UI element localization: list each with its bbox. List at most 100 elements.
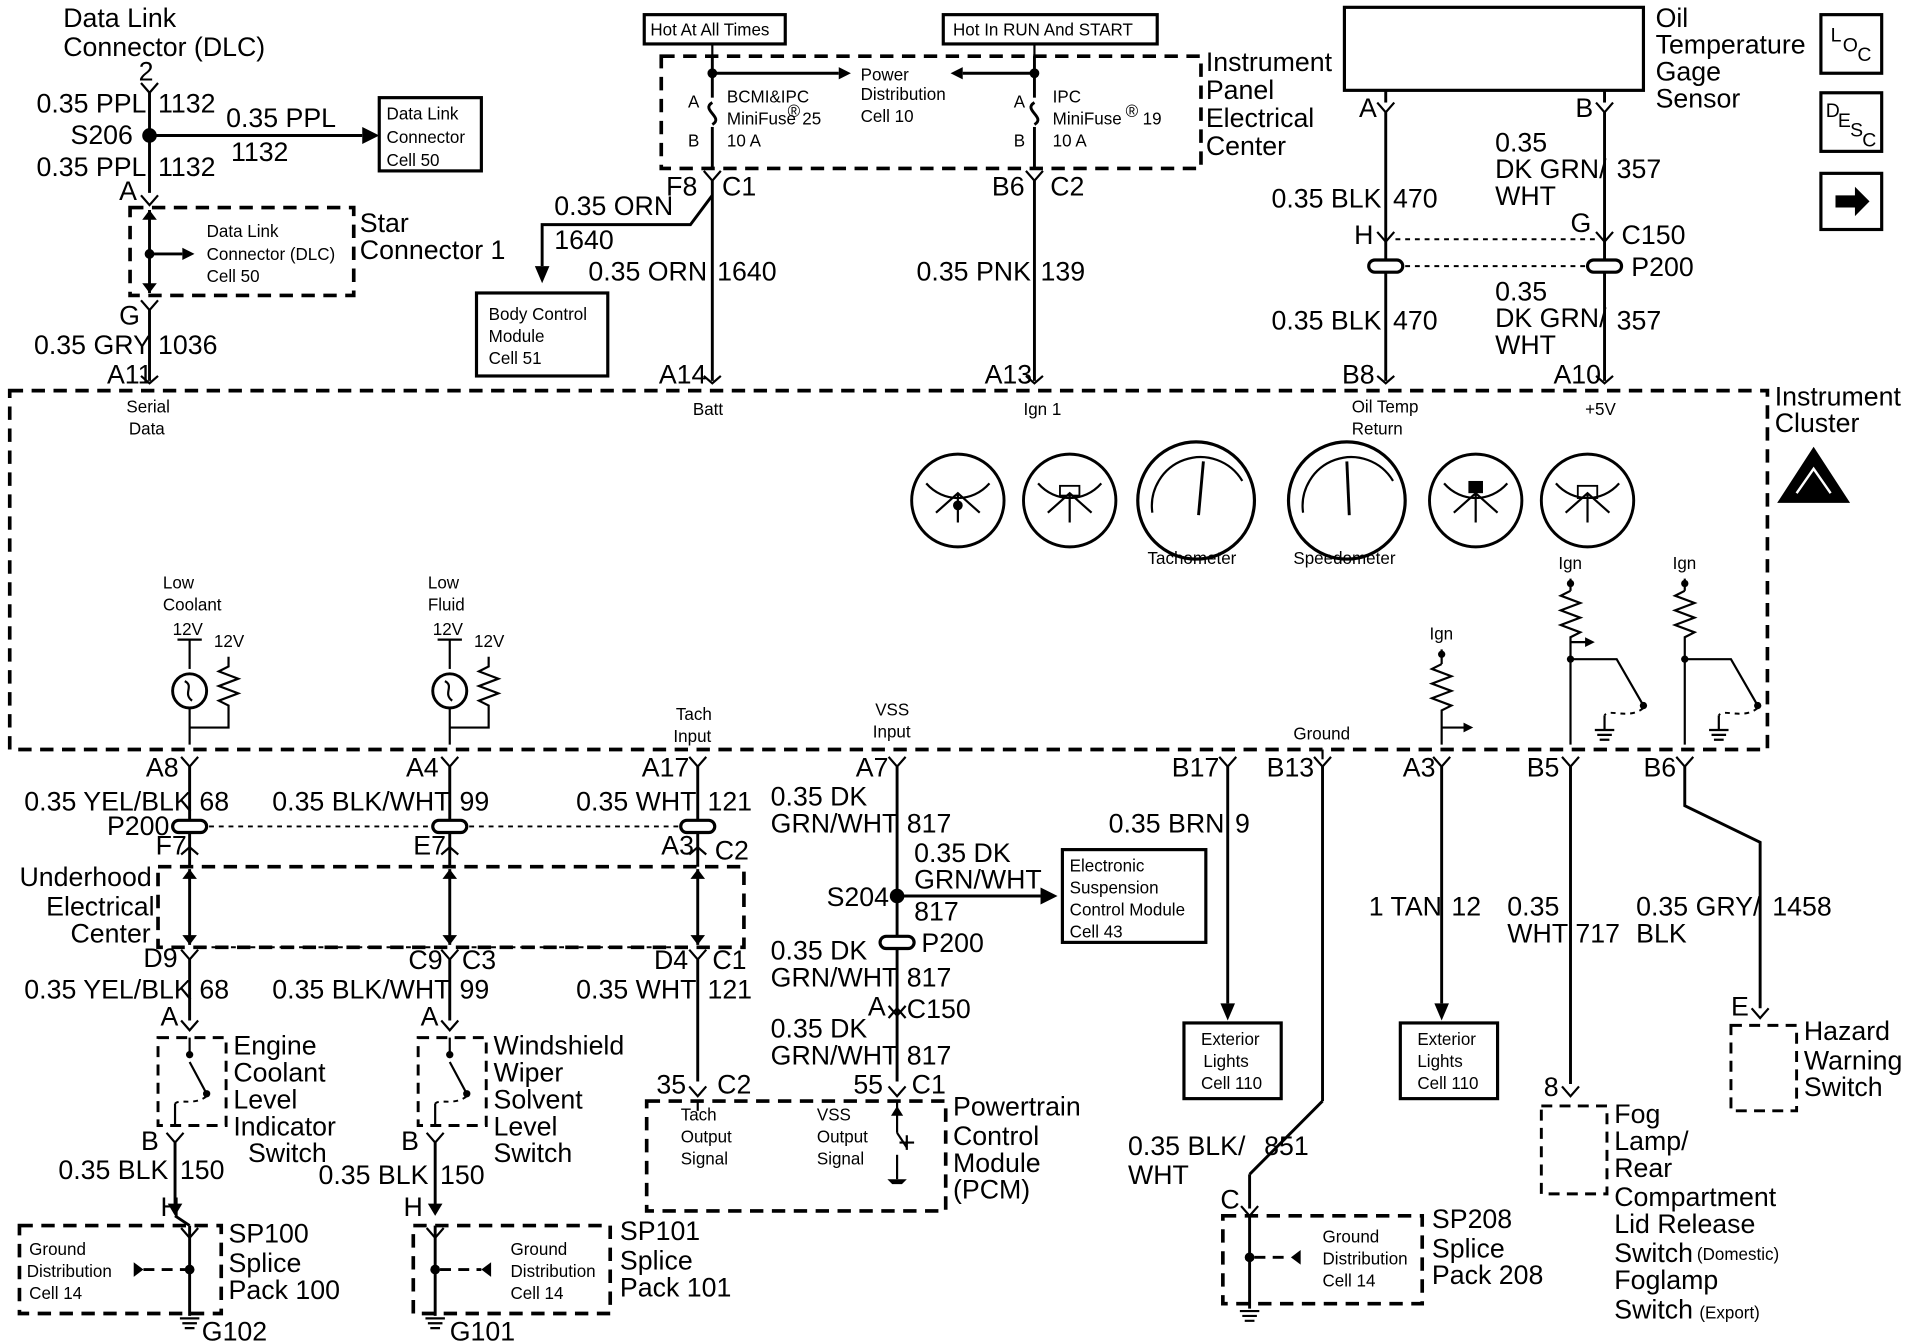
ign1-label: Ign 1: [1024, 400, 1062, 419]
pcm-c2: C2: [717, 1070, 751, 1100]
w121-label: 0.35 WHT: [576, 786, 696, 816]
ext-lights-right-box: [1398, 1021, 1500, 1101]
nav-icons: L O C D E S C: [1819, 13, 1884, 232]
bottom-left-circuits: A8 A4 A17 0.35 YEL/BLK 68 0.35 BLK/WHT 9…: [17, 752, 752, 1344]
svg-text:L: L: [1831, 24, 1842, 46]
oil-sensor-label-2: Temperature: [1656, 30, 1806, 60]
conn-f8: F8: [666, 171, 697, 201]
gauge-2: [1022, 452, 1118, 549]
vss-p200: P200: [921, 928, 983, 958]
pcm-vss-3: Signal: [817, 1150, 864, 1169]
fuse1-line3: 25: [802, 109, 821, 128]
oil-wire-b-3: WHT: [1495, 181, 1556, 211]
dlc-branch-wire: 0.35 PPL: [226, 103, 336, 133]
arrow-down-icon: [1220, 1003, 1236, 1021]
c68-label: 68: [199, 786, 229, 816]
fog-switch-4: Compartment: [1614, 1182, 1776, 1212]
svg-text:A: A: [160, 1001, 178, 1031]
oil-pin-a10: A10: [1553, 359, 1601, 389]
gnd-box-left-3: Cell 14: [29, 1284, 82, 1303]
lamp-icon: [171, 672, 209, 710]
resistor-icon: [1557, 589, 1584, 745]
fuse1-line4: 10 A: [727, 131, 762, 150]
wws-switch-3: Solvent: [494, 1084, 584, 1114]
fuse1-line1: BCMI&IPC: [727, 88, 809, 107]
svg-text:®: ®: [1126, 102, 1139, 121]
desc-icon[interactable]: [1819, 91, 1884, 153]
uec-label-2: Electrical: [46, 891, 154, 921]
sp100-1: SP100: [229, 1219, 309, 1249]
ground-icon: [1239, 1309, 1260, 1322]
oil-conn-g: G: [1571, 208, 1592, 238]
pin-d4: D4: [654, 945, 688, 975]
instrument-cluster: Instrument Cluster Tachometer Speedomete…: [7, 381, 1902, 760]
w1458-2: BLK: [1636, 918, 1687, 948]
c12-label: 12: [1451, 891, 1481, 921]
pin-8: 8: [1544, 1072, 1559, 1102]
pin-a8: A8: [146, 752, 179, 782]
uec-label-3: Center: [71, 918, 151, 948]
dlc-pin: 2: [139, 57, 154, 87]
pin-c: C: [1220, 1184, 1239, 1214]
escm-box: [1060, 848, 1208, 944]
power-dist-line2: Distribution: [861, 85, 946, 104]
svg-text:Ign: Ign: [1558, 554, 1582, 573]
pin-e: E: [1731, 992, 1749, 1022]
cluster-label-1: Instrument: [1775, 381, 1902, 411]
svg-text:B: B: [141, 1126, 159, 1156]
bcm-box-line2: Module: [489, 327, 545, 346]
instrument-cluster-box: [7, 388, 1770, 752]
sp101-1: SP101: [620, 1216, 700, 1246]
c9-label: 9: [1235, 808, 1250, 838]
star-label-line2: Connector 1: [360, 235, 506, 265]
c121b-label: 121: [707, 974, 752, 1004]
w99b-label: 0.35 BLK/WHT: [272, 974, 450, 1004]
batt-label: Batt: [693, 400, 724, 419]
oil-circuit-b: 357: [1617, 154, 1662, 184]
w717-1: 0.35: [1507, 891, 1559, 921]
sp100-3: Pack 100: [229, 1275, 340, 1305]
gnd-box-left-2: Distribution: [27, 1262, 112, 1281]
ecl-switch-3: Level: [233, 1084, 297, 1114]
cluster-pin-a11: A11: [107, 359, 153, 389]
pin-c1: C1: [712, 945, 746, 975]
tach-input-2: Input: [673, 727, 711, 746]
loc-icon[interactable]: [1819, 13, 1884, 75]
power-dist-line1: Power: [861, 66, 910, 85]
c150-left: 150: [180, 1155, 225, 1185]
serial-data-label-1: Serial: [126, 398, 170, 417]
arrow-right-icon: [362, 126, 380, 145]
ign1-circuit: 139: [1041, 257, 1086, 287]
gnd-box-mid-1: Ground: [511, 1240, 568, 1259]
oil-wire-b2-2: DK GRN/: [1495, 303, 1607, 333]
pcm-pin-55: 55: [853, 1070, 883, 1100]
resistor-icon: [449, 656, 502, 729]
bcm-box-line3: Cell 51: [489, 349, 542, 368]
pcm-label-1: Powertrain: [953, 1092, 1081, 1122]
fuse-icon: [1029, 101, 1040, 126]
fog-switch-5: Lid Release: [1614, 1209, 1755, 1239]
oil-pin-b8: B8: [1342, 359, 1375, 389]
gnd-box-right-3: Cell 14: [1323, 1272, 1376, 1291]
fuse-icon: [707, 101, 718, 126]
esd-warning-icon: [1777, 446, 1851, 503]
oil-temp-return-1: Oil Temp: [1352, 398, 1419, 417]
oil-circuit-b2: 357: [1617, 306, 1662, 336]
arrow-right-icon: [838, 67, 851, 80]
oil-temp-section: Oil Temperature Gage Sensor A B 0.35 BLK…: [1271, 3, 1805, 439]
dlc-title-line2: Connector (DLC): [63, 32, 265, 62]
low-coolant-2: Coolant: [163, 595, 222, 614]
engine-coolant-switch-box: [156, 1036, 228, 1127]
ext-lights-left-2: Lights: [1203, 1052, 1248, 1071]
star-connector-box: [128, 205, 356, 298]
fog-lamp-switch-box: [1539, 1104, 1609, 1196]
w1458-1: 0.35 GRY/: [1636, 891, 1761, 921]
oil-wire-a: 0.35 BLK: [1271, 183, 1381, 213]
gnd-box-mid-3: Cell 14: [511, 1284, 564, 1303]
fog-switch-7: (Domestic): [1697, 1245, 1779, 1264]
c817-c: 817: [907, 1040, 952, 1070]
oil-wire-b2-3: WHT: [1495, 330, 1556, 360]
w817-b2: GRN/WHT: [771, 962, 899, 992]
g102-label: G102: [202, 1316, 267, 1344]
fuse2-line4: 10 A: [1053, 131, 1088, 150]
